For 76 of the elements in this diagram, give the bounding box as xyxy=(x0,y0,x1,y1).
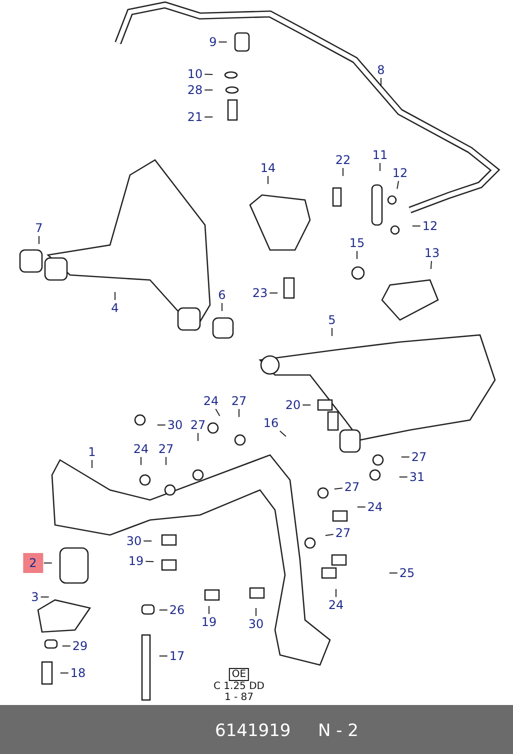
callout-number: 30 xyxy=(166,418,184,432)
callout-number: 27 xyxy=(343,480,361,494)
date-code: 1 - 87 xyxy=(224,692,254,703)
callout-number: 28 xyxy=(186,83,204,97)
callout-number: 27 xyxy=(189,418,207,432)
callout-number: 29 xyxy=(71,639,89,653)
leader-line xyxy=(114,292,116,300)
callout-number: 27 xyxy=(157,442,175,456)
drawing-code: C 1.25 DD xyxy=(214,681,264,692)
callout-number: 24 xyxy=(132,442,150,456)
leader-line xyxy=(38,236,40,244)
leader-line xyxy=(430,260,432,270)
leader-line xyxy=(204,74,214,76)
leader-line xyxy=(334,488,343,490)
leader-line xyxy=(342,168,344,176)
leader-line xyxy=(238,408,240,418)
callout-number: 1 xyxy=(87,445,97,459)
callout-number: 18 xyxy=(69,666,87,680)
leader-line xyxy=(279,430,286,437)
callout-number: 24 xyxy=(327,598,345,612)
callout-number: 6 xyxy=(217,288,227,302)
leader-line xyxy=(302,404,312,406)
callout-number: 2 xyxy=(23,553,43,573)
leader-line xyxy=(356,506,366,508)
leader-line xyxy=(60,672,69,674)
callout-number: 7 xyxy=(34,221,44,235)
callout-number: 24 xyxy=(366,500,384,514)
leader-line xyxy=(388,572,398,574)
callout-number: 27 xyxy=(230,394,248,408)
callout-number: 14 xyxy=(259,161,277,175)
leader-line xyxy=(396,180,400,190)
callout-number: 9 xyxy=(208,35,218,49)
callout-number: 25 xyxy=(398,566,416,580)
callout-number: 24 xyxy=(202,394,220,408)
callout-number: 19 xyxy=(200,615,218,629)
leader-line xyxy=(215,408,220,416)
callout-number: 30 xyxy=(125,534,143,548)
leader-line xyxy=(145,560,154,562)
callout-number: 15 xyxy=(348,236,366,250)
leader-line xyxy=(143,540,152,542)
leader-line xyxy=(400,456,410,458)
callout-number: 3 xyxy=(30,590,40,604)
leader-line xyxy=(204,116,214,118)
leader-line xyxy=(324,534,334,536)
callout-number: 11 xyxy=(371,148,389,162)
callout-number: 22 xyxy=(334,153,352,167)
callout-number: 27 xyxy=(334,526,352,540)
callout-number: 8 xyxy=(376,63,386,77)
part-number: 6141919 xyxy=(215,722,291,740)
callout-number: 17 xyxy=(168,649,186,663)
badge-label: OE xyxy=(228,668,250,681)
leader-line xyxy=(356,250,358,260)
callout-number: 10 xyxy=(186,67,204,81)
callout-number: 5 xyxy=(327,313,337,327)
callout-number: 30 xyxy=(247,617,265,631)
leader-line xyxy=(156,424,166,426)
callout-number: 21 xyxy=(186,110,204,124)
callout-number: 26 xyxy=(168,603,186,617)
callout-number: 16 xyxy=(262,416,280,430)
leader-line xyxy=(269,292,278,294)
callout-number: 12 xyxy=(391,166,409,180)
callout-number: 27 xyxy=(410,450,428,464)
callout-number: 20 xyxy=(284,398,302,412)
page-code: N - 2 xyxy=(318,722,358,740)
leader-line xyxy=(208,606,210,614)
leader-line xyxy=(380,78,382,86)
leader-line xyxy=(140,456,142,466)
callout-number: 13 xyxy=(423,246,441,260)
callout-number: 23 xyxy=(251,286,269,300)
callout-number: 12 xyxy=(421,219,439,233)
leader-line xyxy=(40,596,50,598)
callout-number: 19 xyxy=(127,554,145,568)
leader-line xyxy=(43,562,52,564)
callout-number: 4 xyxy=(110,301,120,315)
callout-number: 31 xyxy=(408,470,426,484)
leader-line xyxy=(398,476,408,478)
